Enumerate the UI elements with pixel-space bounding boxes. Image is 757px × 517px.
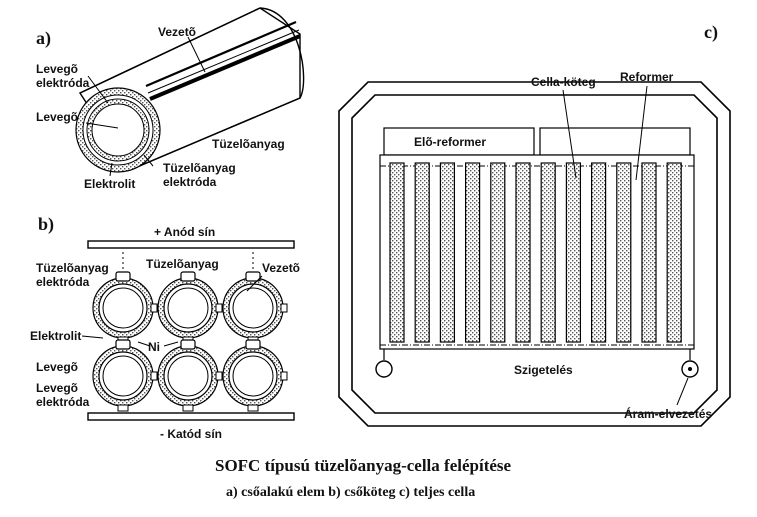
tube-fuel-electrode-label-1: Tüzelõanyag [163, 161, 236, 175]
tube-air-electrode-label-2: elektróda [36, 76, 90, 90]
tube-electrolyte-label: Elektrolit [84, 177, 135, 191]
caption-title: SOFC típusú tüzelõanyag-cella felépítése [215, 456, 512, 475]
reformer-label: Reformer [620, 70, 674, 84]
stack-tube [515, 162, 531, 343]
stack-tube [565, 162, 582, 343]
caption-subtitle: a) csőalakú elem b) csőköteg c) teljes c… [226, 485, 475, 500]
tube-air-electrode-label-1: Levegõ [36, 62, 78, 76]
panel-b-label: b) [38, 214, 54, 235]
bundle-fuel-electrode-label-1: Tüzelõanyag [36, 261, 109, 275]
figure-caption: SOFC típusú tüzelõanyag-cella felépítése… [215, 456, 512, 500]
bundle-cells [92, 271, 288, 412]
anode-rail-label: + Anód sín [154, 225, 215, 239]
bundle-fuel-electrode-label-2: elektróda [36, 275, 90, 289]
tube-body [75, 7, 305, 173]
bundle-air-label: Levegõ [36, 360, 78, 374]
stack-tube [590, 162, 607, 343]
tube-fuel-label: Tüzelõanyag [212, 137, 285, 151]
insulation-label: Szigetelés [514, 363, 573, 377]
bundle-tube-cell [92, 271, 158, 344]
stack-label: Cella-köteg [531, 75, 596, 89]
panel-c-label: c) [704, 22, 718, 43]
bundle-conductor-label: Vezetõ [262, 261, 300, 275]
cell-tube-stack [389, 162, 682, 343]
bundle-air-electrode-label-2: elektróda [36, 395, 90, 409]
bundle-air-electrode-label-1: Levegõ [36, 381, 78, 395]
bundle-tube-cell [157, 339, 223, 412]
stack-tube [641, 162, 657, 343]
bundle-fuel-label: Tüzelõanyag [146, 257, 219, 271]
stack-tube [439, 162, 455, 343]
air-channel [91, 103, 145, 157]
bundle-tube-cell [157, 271, 223, 344]
current-lead-label: Áram-elvezetés [624, 406, 712, 421]
panel-b-tube-bundle: b) + Anód sín - Katód sín Tüzelõanyag el… [30, 214, 300, 441]
stack-tube [465, 162, 481, 343]
anode-rail [87, 240, 295, 249]
pre-reformer-label: Elõ-reformer [414, 135, 486, 149]
panel-a-tubular-cell: a) Vezetõ Levegõ elektróda Levegõ Tüzel [36, 7, 305, 191]
stack-tube [389, 162, 405, 343]
tube-conductor-label: Vezetõ [158, 25, 196, 39]
bundle-tube-cell [222, 339, 288, 412]
stack-tube [540, 162, 556, 343]
reformer-box [539, 127, 691, 156]
stack-tube [490, 162, 506, 343]
stack-tube [414, 162, 430, 343]
pre-reformer-box [383, 127, 535, 156]
tube-air-label: Levegõ [36, 110, 78, 124]
panel-a-label: a) [36, 28, 51, 49]
cathode-rail-label: - Katód sín [160, 427, 222, 441]
bundle-electrolyte-label: Elektrolit [30, 329, 81, 343]
current-lead-left [375, 360, 393, 378]
cathode-rail [87, 412, 295, 421]
panel-c-full-cell: c) Elõ-reformer Szigetelés Cella-köteg R… [338, 22, 731, 427]
tube-fuel-electrode-label-2: elektróda [163, 175, 217, 189]
stack-tube [616, 162, 632, 343]
bundle-nickel-label: Ni [148, 340, 160, 354]
bundle-tube-cell [92, 339, 158, 412]
stack-tube [666, 162, 682, 343]
